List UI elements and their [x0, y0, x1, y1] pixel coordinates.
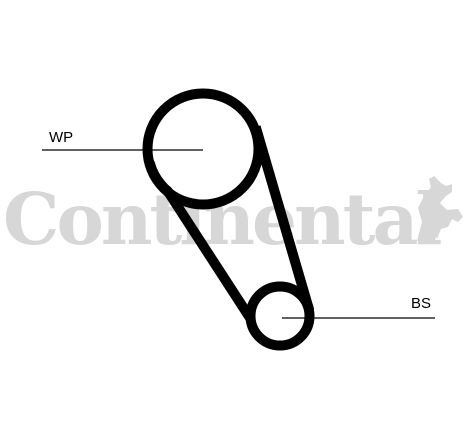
rearing-horse-icon [417, 176, 463, 241]
label-bs: BS [411, 295, 431, 312]
belt-span-right [250, 125, 315, 312]
belt-span-left [145, 159, 255, 322]
timing-belt [142, 88, 315, 351]
pulley-bs [256, 292, 304, 340]
callout-bs: BS [282, 295, 435, 319]
label-wp: WP [49, 129, 73, 146]
pulley-wp [153, 99, 253, 199]
callout-wp: WP [42, 129, 203, 151]
